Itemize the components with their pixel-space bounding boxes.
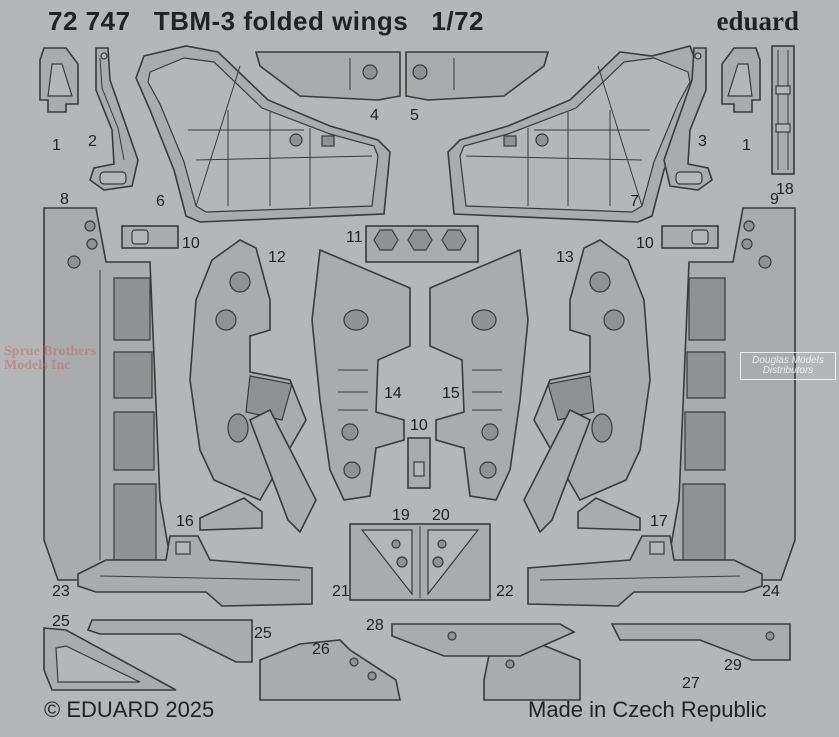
part-number-19: 19 xyxy=(392,507,410,524)
strip-right xyxy=(523,408,592,534)
part-number-4: 4 xyxy=(370,107,379,124)
part-10-center xyxy=(407,437,431,489)
part-number-16: 16 xyxy=(176,513,194,530)
sheet-title: 72 747 TBM-3 folded wings 1/72 xyxy=(48,6,485,36)
part-1-left xyxy=(39,47,79,113)
part-14 xyxy=(311,248,411,501)
brand-logo: eduard xyxy=(716,6,799,36)
part-16 xyxy=(199,497,263,531)
part-17 xyxy=(577,497,641,531)
part-25-a xyxy=(43,627,177,691)
part-number-13: 13 xyxy=(556,249,574,266)
part-number-3: 3 xyxy=(698,133,707,150)
part-number-1: 1 xyxy=(52,137,61,154)
part-number-15: 15 xyxy=(442,385,460,402)
part-10-right xyxy=(661,225,719,249)
part-number-28: 28 xyxy=(366,617,384,634)
part-number-1: 1 xyxy=(742,137,751,154)
part-11 xyxy=(365,225,479,263)
part-number-7: 7 xyxy=(630,193,639,210)
parts-19-22 xyxy=(349,523,491,601)
part-4-5 xyxy=(254,51,550,101)
part-1-right xyxy=(721,47,761,113)
copyright-text: © EDUARD 2025 xyxy=(44,697,215,722)
part-number-8: 8 xyxy=(60,191,69,208)
part-number-14: 14 xyxy=(384,385,402,402)
part-24 xyxy=(527,535,763,607)
part-number-29: 29 xyxy=(724,657,742,674)
part-number-10: 10 xyxy=(182,235,200,252)
part-number-5: 5 xyxy=(410,107,419,124)
part-number-23: 23 xyxy=(52,583,70,600)
watermark-left: Sprue Brothers Models Inc xyxy=(4,344,96,373)
part-number-6: 6 xyxy=(156,193,165,210)
part-8 xyxy=(43,207,175,581)
part-number-2: 2 xyxy=(88,133,97,150)
part-25-b xyxy=(86,619,253,663)
part-18 xyxy=(771,45,795,175)
part-number-9: 9 xyxy=(770,191,779,208)
part-number-21: 21 xyxy=(332,583,350,600)
part-number-10: 10 xyxy=(636,235,654,252)
part-3 xyxy=(663,47,713,191)
part-23 xyxy=(77,535,313,607)
part-26 xyxy=(259,639,401,701)
part-29 xyxy=(610,623,791,661)
part-6 xyxy=(135,45,391,223)
part-number-20: 20 xyxy=(432,507,450,524)
part-9 xyxy=(664,207,796,581)
watermark-right: Douglas Models Distributors xyxy=(740,352,836,380)
part-15 xyxy=(429,248,529,501)
part-2 xyxy=(89,47,139,191)
part-28 xyxy=(391,623,576,657)
part-number-25: 25 xyxy=(254,625,272,642)
part-number-22: 22 xyxy=(496,583,514,600)
part-number-11: 11 xyxy=(346,229,363,246)
part-number-12: 12 xyxy=(268,249,286,266)
part-number-26: 26 xyxy=(312,641,330,658)
part-number-17: 17 xyxy=(650,513,668,530)
part-7 xyxy=(447,45,703,223)
part-number-25: 25 xyxy=(52,613,70,630)
part-number-27: 27 xyxy=(682,675,700,692)
part-number-24: 24 xyxy=(762,583,780,600)
strip-left xyxy=(248,408,317,534)
part-10-left xyxy=(121,225,179,249)
part-number-10: 10 xyxy=(410,417,428,434)
part-number-18: 18 xyxy=(776,181,794,198)
made-in-text: Made in Czech Republic xyxy=(528,697,767,722)
